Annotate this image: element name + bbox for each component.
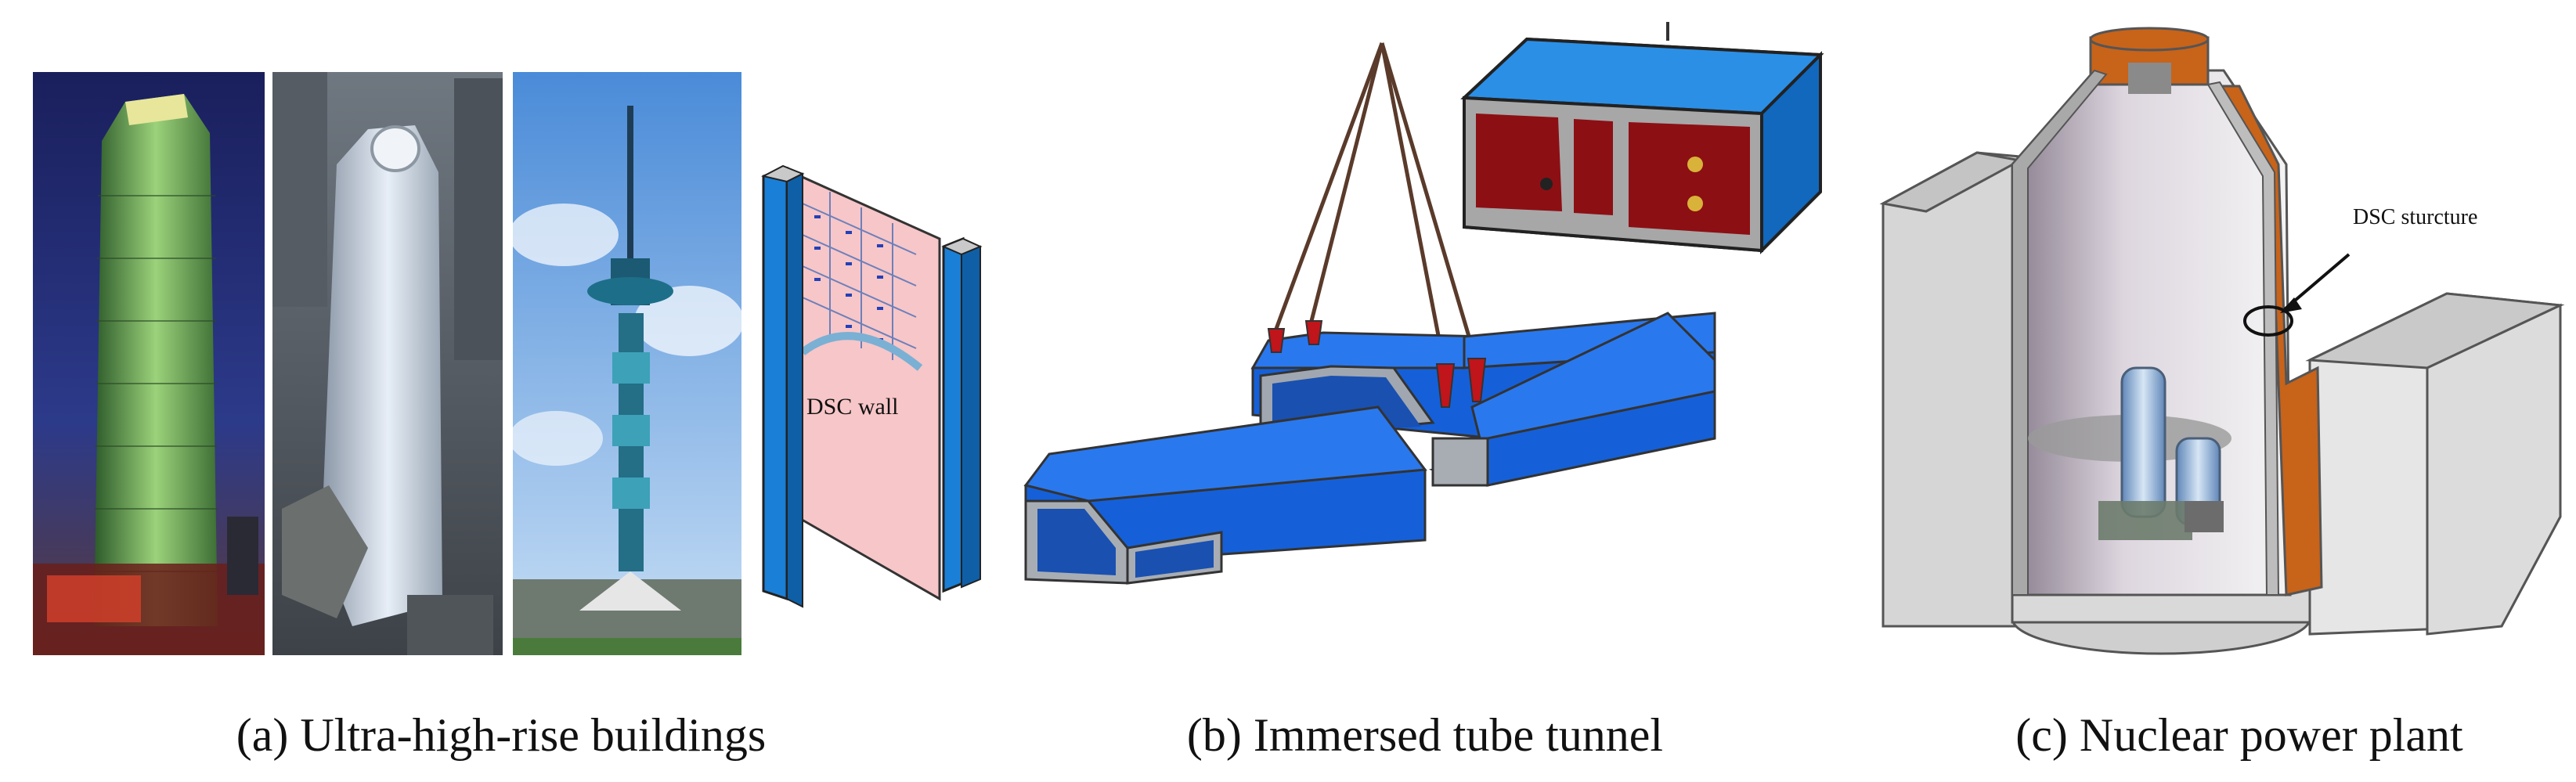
dsc-structure-callout bbox=[2243, 253, 2351, 337]
photo-silver-tower bbox=[272, 72, 503, 655]
dsc-structure-label: DSC sturcture bbox=[2353, 205, 2478, 229]
dsc-wall-diagram bbox=[761, 164, 983, 608]
tunnel-segment-front bbox=[1023, 405, 1427, 585]
crane-cables bbox=[1274, 42, 1478, 369]
panel-b bbox=[1023, 22, 1824, 585]
photo-green-tower bbox=[33, 72, 265, 655]
lifting-hooks bbox=[1267, 320, 1487, 408]
panel-a bbox=[33, 72, 983, 655]
reactor-equipment bbox=[2028, 366, 2231, 540]
caption-panel-c: (c) Nuclear power plant bbox=[2015, 709, 2463, 761]
tunnel-cross-section-inset bbox=[1460, 22, 1824, 254]
panel-c bbox=[1879, 27, 2565, 655]
auxiliary-building-left bbox=[1879, 151, 2024, 628]
caption-panel-a: (a) Ultra-high-rise buildings bbox=[236, 709, 767, 761]
auxiliary-building-right bbox=[2305, 292, 2565, 636]
caption-panel-b: (b) Immersed tube tunnel bbox=[1186, 709, 1664, 761]
dsc-wall-label: DSC wall bbox=[806, 394, 899, 420]
photo-tv-tower bbox=[509, 72, 744, 655]
tunnel-segment-right bbox=[1428, 312, 1716, 487]
